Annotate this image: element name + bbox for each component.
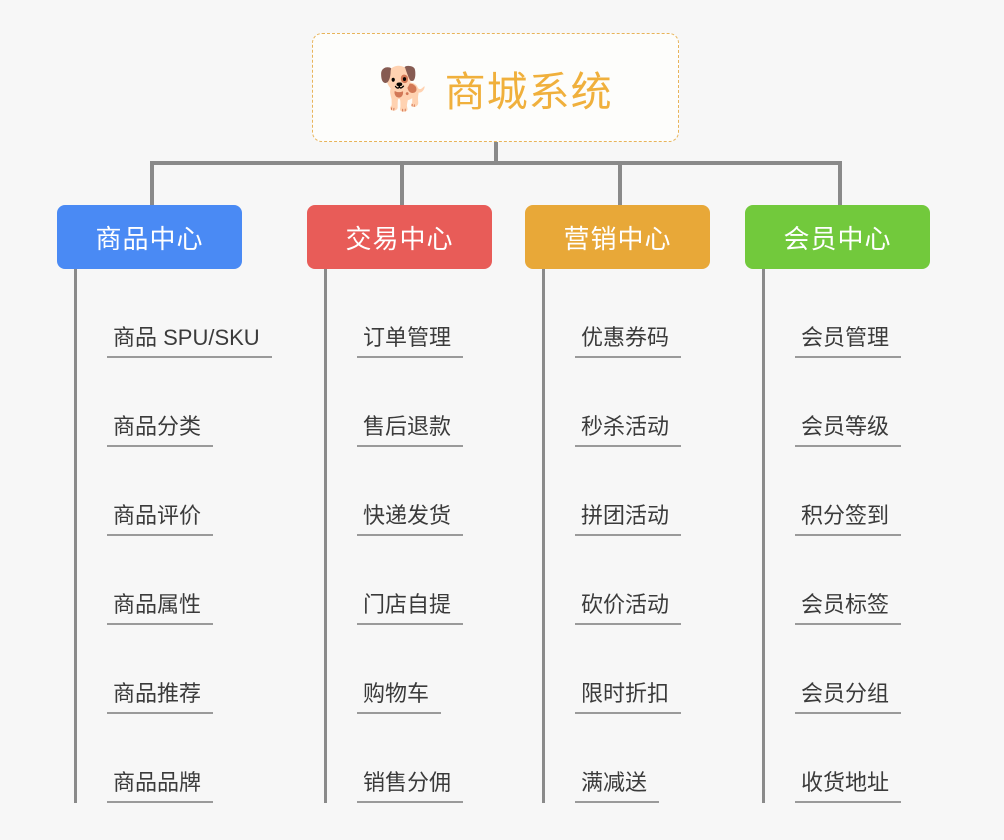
leaf-item[interactable]: 商品评价 — [77, 447, 272, 536]
connector-horizontal-bus — [150, 161, 840, 165]
category-header-marketing-center[interactable]: 营销中心 — [525, 205, 710, 269]
category-title: 商品中心 — [95, 223, 204, 254]
leaf-item[interactable]: 门店自提 — [327, 536, 492, 625]
connector-root-stem — [494, 142, 498, 164]
leaf-item[interactable]: 购物车 — [327, 625, 492, 714]
leaf-label: 秒杀活动 — [575, 414, 682, 447]
branch-marketing-center: 营销中心 优惠券码 秒杀活动 拼团活动 砍价活动 限时折扣 满减送 — [525, 205, 710, 803]
leaf-item[interactable]: 会员标签 — [765, 536, 930, 625]
leaf-label: 限时折扣 — [575, 681, 682, 714]
leaf-item[interactable]: 商品推荐 — [77, 625, 272, 714]
leaf-item[interactable]: 订单管理 — [327, 269, 492, 358]
leaf-label: 门店自提 — [357, 592, 464, 625]
leaf-list-trade-center: 订单管理 售后退款 快递发货 门店自提 购物车 销售分佣 — [324, 269, 492, 803]
leaf-label: 商品 SPU/SKU — [107, 325, 272, 358]
branch-trade-center: 交易中心 订单管理 售后退款 快递发货 门店自提 购物车 销售分佣 — [307, 205, 492, 803]
leaf-label: 快递发货 — [357, 503, 464, 536]
leaf-label: 销售分佣 — [357, 770, 464, 803]
category-title: 会员中心 — [783, 223, 892, 254]
leaf-item[interactable]: 会员分组 — [765, 625, 930, 714]
leaf-label: 售后退款 — [357, 414, 464, 447]
branch-member-center: 会员中心 会员管理 会员等级 积分签到 会员标签 会员分组 收货地址 — [745, 205, 930, 803]
leaf-item[interactable]: 快递发货 — [327, 447, 492, 536]
leaf-label: 会员标签 — [795, 592, 902, 625]
leaf-label: 收货地址 — [795, 770, 902, 803]
shiba-dog-emoji: 🐕 — [378, 63, 431, 113]
leaf-label: 订单管理 — [357, 325, 464, 358]
leaf-item[interactable]: 售后退款 — [327, 358, 492, 447]
category-title: 营销中心 — [563, 223, 672, 254]
leaf-item[interactable]: 秒杀活动 — [545, 358, 710, 447]
leaf-label: 商品推荐 — [107, 681, 214, 714]
leaf-list-product-center: 商品 SPU/SKU 商品分类 商品评价 商品属性 商品推荐 商品品牌 — [74, 269, 272, 803]
leaf-item[interactable]: 商品分类 — [77, 358, 272, 447]
leaf-item[interactable]: 商品 SPU/SKU — [77, 269, 272, 358]
leaf-label: 满减送 — [575, 770, 660, 803]
leaf-item[interactable]: 优惠券码 — [545, 269, 710, 358]
leaf-item[interactable]: 限时折扣 — [545, 625, 710, 714]
leaf-label: 会员等级 — [795, 414, 902, 447]
leaf-item[interactable]: 会员等级 — [765, 358, 930, 447]
leaf-label: 购物车 — [357, 681, 442, 714]
connector-drop-trade-center — [400, 161, 404, 205]
leaf-label: 商品分类 — [107, 414, 214, 447]
category-title: 交易中心 — [345, 223, 454, 254]
leaf-label: 积分签到 — [795, 503, 902, 536]
leaf-item[interactable]: 拼团活动 — [545, 447, 710, 536]
leaf-item[interactable]: 商品属性 — [77, 536, 272, 625]
leaf-item[interactable]: 满减送 — [545, 714, 710, 803]
leaf-list-marketing-center: 优惠券码 秒杀活动 拼团活动 砍价活动 限时折扣 满减送 — [542, 269, 710, 803]
root-node-mall-system[interactable]: 🐕 商城系统 — [312, 33, 679, 142]
connector-drop-member-center — [838, 161, 842, 205]
branch-product-center: 商品中心 商品 SPU/SKU 商品分类 商品评价 商品属性 商品推荐 商品品牌 — [57, 205, 272, 803]
connector-drop-product-center — [150, 161, 154, 205]
leaf-label: 优惠券码 — [575, 325, 682, 358]
root-node-title: 商城系统 — [444, 68, 613, 115]
category-header-product-center[interactable]: 商品中心 — [57, 205, 242, 269]
leaf-item[interactable]: 收货地址 — [765, 714, 930, 803]
leaf-item[interactable]: 会员管理 — [765, 269, 930, 358]
leaf-label: 拼团活动 — [575, 503, 682, 536]
leaf-item[interactable]: 销售分佣 — [327, 714, 492, 803]
leaf-list-member-center: 会员管理 会员等级 积分签到 会员标签 会员分组 收货地址 — [762, 269, 930, 803]
leaf-label: 会员管理 — [795, 325, 902, 358]
leaf-item[interactable]: 商品品牌 — [77, 714, 272, 803]
category-header-member-center[interactable]: 会员中心 — [745, 205, 930, 269]
connector-drop-marketing-center — [618, 161, 622, 205]
leaf-label: 商品属性 — [107, 592, 214, 625]
leaf-label: 商品评价 — [107, 503, 214, 536]
leaf-label: 会员分组 — [795, 681, 902, 714]
leaf-item[interactable]: 砍价活动 — [545, 536, 710, 625]
category-header-trade-center[interactable]: 交易中心 — [307, 205, 492, 269]
leaf-label: 商品品牌 — [107, 770, 214, 803]
leaf-item[interactable]: 积分签到 — [765, 447, 930, 536]
leaf-label: 砍价活动 — [575, 592, 682, 625]
